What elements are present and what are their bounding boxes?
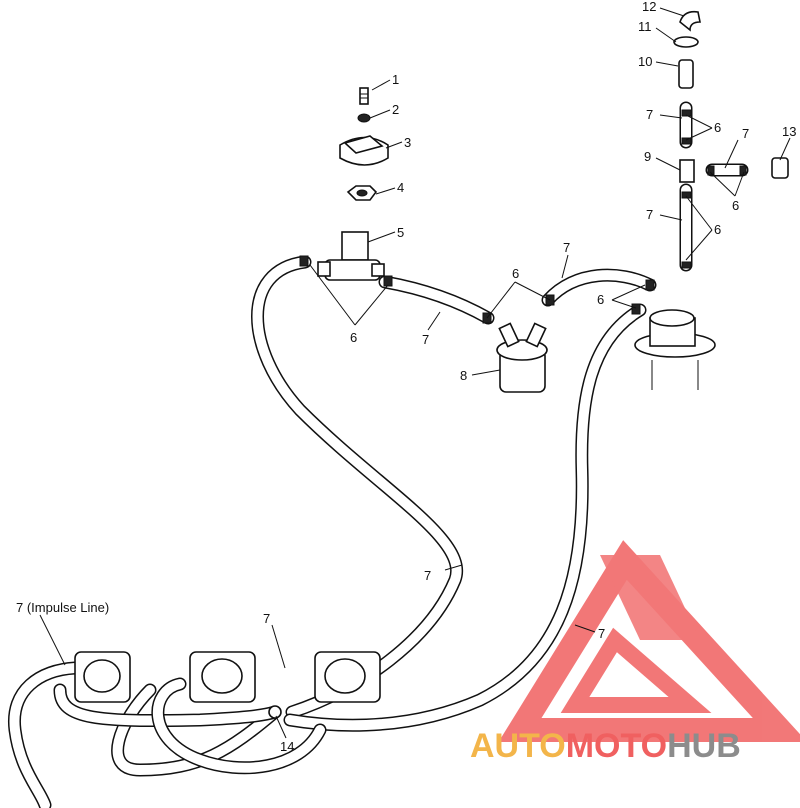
carburetor-left: [74, 651, 131, 703]
callout-1: 1: [392, 72, 399, 87]
callout-10: 10: [638, 54, 652, 69]
tee-fitting-carb: [268, 705, 282, 719]
leader-lines: [39, 7, 791, 739]
callout-7-carb-line: 7: [263, 611, 270, 626]
watermark-logo: [498, 540, 800, 742]
watermark-text: AUTOMOTOHUB: [470, 727, 741, 765]
fuel-filter: [496, 322, 548, 393]
callout-7-vent-top: 7: [646, 107, 653, 122]
watermark-moto: MOTO: [566, 727, 667, 765]
callout-7-long-line: 7: [424, 568, 431, 583]
callout-7-filter-line: 7: [422, 332, 429, 347]
fuel-pump-flange: [634, 309, 716, 390]
callout-12: 12: [642, 0, 656, 14]
callout-11: 11: [638, 19, 652, 34]
callout-8: 8: [460, 368, 467, 383]
callout-4: 4: [397, 180, 404, 195]
fuel-hoses: [7, 101, 749, 808]
screw: [359, 87, 369, 105]
callout-7-pump-line: 7: [563, 240, 570, 255]
callout-5: 5: [397, 225, 404, 240]
vent-tee: [679, 159, 695, 183]
watermark-hub: HUB: [667, 727, 741, 765]
callout-2: 2: [392, 102, 399, 117]
callout-6-vent-top: 6: [714, 120, 721, 135]
carburetor-center: [189, 651, 256, 703]
callout-7-tank-line: 7: [598, 626, 605, 641]
callout-7-vent-low: 7: [646, 207, 653, 222]
callout-6-tee: 6: [350, 330, 357, 345]
callout-9: 9: [644, 149, 651, 164]
callout-7-impulse-line: 7 (Impulse Line): [16, 600, 109, 615]
cap: [339, 135, 389, 166]
watermark-auto: AUTO: [470, 727, 566, 765]
nut: [346, 185, 378, 201]
clamp: [673, 36, 699, 48]
check-valve: [678, 59, 694, 89]
washer: [357, 113, 371, 123]
callout-7-vent-side: 7: [742, 126, 749, 141]
callout-6-vent-low: 6: [714, 222, 721, 237]
callout-6-pump: 6: [597, 292, 604, 307]
callout-3: 3: [404, 135, 411, 150]
callout-6-filter: 6: [512, 266, 519, 281]
callout-6-vent-side: 6: [732, 198, 739, 213]
tee-fitting: [317, 231, 385, 281]
callout-14: 14: [280, 739, 294, 754]
svg-text:AUTOMOTOHUB: AUTOMOTOHUB: [470, 727, 741, 765]
vent-elbow: [679, 10, 701, 32]
carburetor-right: [314, 651, 381, 703]
callout-13: 13: [782, 124, 796, 139]
vent-fitting: [771, 157, 789, 179]
callout-labels: 1 2 3 4 5 6 6 6 6 6 6 7 7 7 7 7 7 7 7 7 …: [16, 0, 796, 754]
